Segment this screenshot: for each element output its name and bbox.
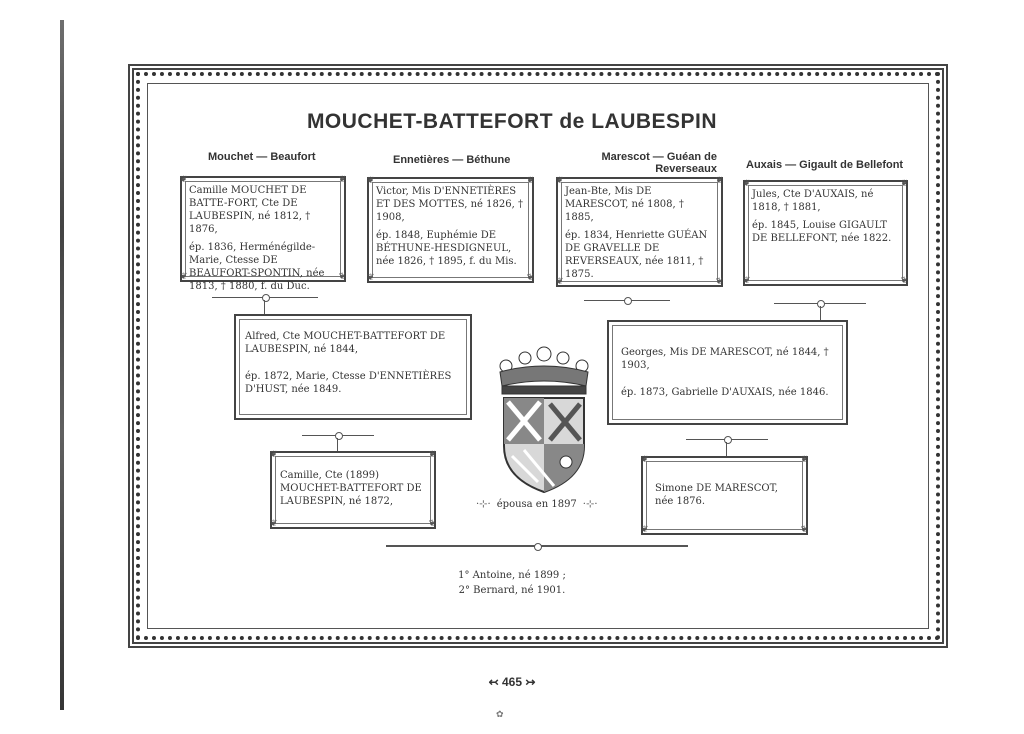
children-list: 1° Antoine, né 1899 ; 2° Bernard, né 190… [0,568,1024,598]
page-number: ↢ 465 ↣ [0,675,1024,689]
connector-line [337,438,338,452]
grandmother-text: ép. 1848, Euphémie DE BÉTHUNE-HESDIGNEUL… [376,230,517,267]
corner-ornament-icon: ❦ [338,272,346,282]
corner-ornament-icon: ❦ [270,519,278,529]
coat-of-arms-icon [499,346,589,494]
corner-ornament-icon: ❦ [800,455,808,465]
connector-swash [584,297,670,305]
corner-ornament-icon: ❦ [900,276,908,286]
corner-ornament-icon: ❦ [526,176,534,186]
scan-edge [60,20,64,710]
corner-ornament-icon: ❦ [556,176,564,186]
corner-ornament-icon: ❦ [641,525,649,535]
inner-border [147,83,929,629]
corner-ornament-icon: ❦ [428,519,436,529]
corner-ornament-icon: ❦ [715,176,723,186]
page-number-text: 465 [501,675,523,689]
parents-box-laubespin: Alfred, Cte MOUCHET-BATTEFORT DE LAUBESP… [234,314,472,420]
bride-text: Simone DE MARESCOT, née 1876. [655,483,778,507]
spouse-box-camille: ❦ ❦ ❦ ❦ Camille, Cte (1899) MOUCHET-BATT… [270,451,436,529]
grandfather-text: Jules, Cte D'AUXAIS, né 1818, † 1881, [752,189,874,213]
grandparents-box-auxais: ❦ ❦ ❦ ❦ Jules, Cte D'AUXAIS, né 1818, † … [743,180,908,286]
chain-border [136,72,940,640]
corner-ornament-icon: ❦ [743,179,751,189]
corner-ornament-icon: ❦ [743,276,751,286]
child-item: 2° Bernard, né 1901. [458,585,566,596]
connector-swash [686,436,768,444]
spouse-box-simone: ❦ ❦ ❦ ❦ Simone DE MARESCOT, née 1876. [641,456,808,535]
corner-ornament-icon: ❦ [428,450,436,460]
grandfather-text: Jean-Bte, Mis DE MARESCOT, né 1808, † 18… [565,186,684,223]
parents-box-marescot: Georges, Mis DE MARESCOT, né 1844, † 190… [607,320,848,425]
corner-ornament-icon: ❦ [367,176,375,186]
connector-line [264,300,265,314]
corner-ornament-icon: ❦ [641,455,649,465]
corner-ornament-icon: ❦ [338,175,346,185]
printer-mark-icon: ✿ [496,710,504,720]
fleuron-icon: ·⊹· [476,499,491,510]
corner-ornament-icon: ❦ [367,273,375,283]
grandmother-text: ép. 1845, Louise GIGAULT DE BELLEFONT, n… [752,220,892,244]
corner-ornament-icon: ❦ [715,277,723,287]
corner-ornament-icon: ❦ [900,179,908,189]
corner-ornament-icon: ❦ [270,450,278,460]
children-divider [386,543,688,553]
grandparents-box-marescot: ❦ ❦ ❦ ❦ Jean-Bte, Mis DE MARESCOT, né 18… [556,177,723,287]
fleuron-icon: ↢ [488,675,502,689]
couple-heading-ennetieres-bethune: Ennetières — Béthune [393,154,511,166]
marriage-text: épousa en 1897 [496,499,577,510]
corner-ornament-icon: ❦ [180,272,188,282]
grandmother-text: ép. 1836, Herménégilde-Marie, Ctesse DE … [189,242,325,292]
marriage-note: ·⊹· épousa en 1897 ·⊹· [476,499,598,510]
connector-swash [212,294,318,302]
couple-heading-auxais-gigault: Auxais — Gigault de Bellefont [746,159,904,171]
child-item: 1° Antoine, né 1899 ; [458,570,566,581]
grandfather-text: Camille MOUCHET DE BATTE-FORT, Cte DE LA… [189,185,311,235]
groom-text: Camille, Cte (1899) MOUCHET-BATTEFORT DE… [280,470,422,507]
couple-heading-marescot-guean: Marescot — Guéan de Reverseaux [601,151,717,175]
corner-ornament-icon: ❦ [180,175,188,185]
fleuron-icon: ·⊹· [582,499,598,510]
grandparents-box-mouchet: ❦ ❦ ❦ ❦ Camille MOUCHET DE BATTE-FORT, C… [180,175,346,292]
corner-ornament-icon: ❦ [556,277,564,287]
fleuron-icon: ↣ [522,675,536,689]
grandparents-box-ennetieres: ❦ ❦ ❦ ❦ Victor, Mis D'ENNETIÈRES ET DES … [367,177,534,283]
couple-heading-mouchet-beaufort: Mouchet — Beaufort [208,151,316,163]
corner-ornament-icon: ❦ [526,273,534,283]
mother-text: ép. 1873, Gabrielle D'AUXAIS, née 1846. [621,387,829,398]
mother-text: ép. 1872, Marie, Ctesse D'ENNETIÈRES D'H… [245,371,452,395]
grandmother-text: ép. 1834, Henriette GUÉAN DE GRAVELLE DE… [565,230,708,280]
corner-ornament-icon: ❦ [800,525,808,535]
father-text: Georges, Mis DE MARESCOT, né 1844, † 190… [621,347,829,371]
connector-line [820,306,821,320]
connector-swash [302,432,374,440]
grandfather-text: Victor, Mis D'ENNETIÈRES ET DES MOTTES, … [376,186,523,223]
ornamental-frame [128,64,948,648]
connector-line [726,442,727,456]
page-title: MOUCHET-BATTEFORT de LAUBESPIN [306,110,718,133]
connector-swash [774,300,866,308]
father-text: Alfred, Cte MOUCHET-BATTEFORT DE LAUBESP… [245,331,446,355]
